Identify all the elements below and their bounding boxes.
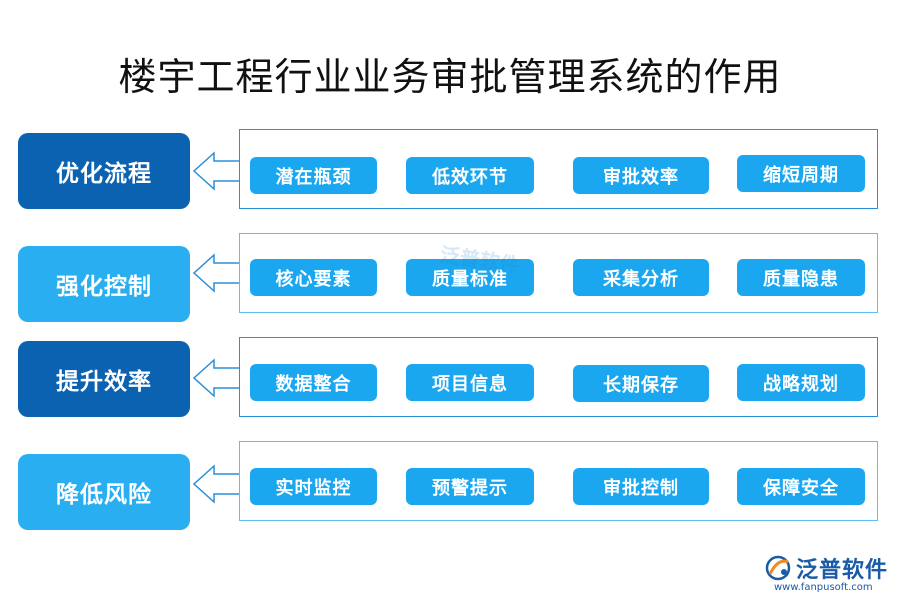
item-pill: 项目信息	[406, 364, 534, 401]
page-title: 楼宇工程行业业务审批管理系统的作用	[118, 55, 782, 99]
item-pill: 保障安全	[737, 468, 865, 505]
item-pill: 质量隐患	[737, 259, 865, 296]
left-arrow-icon	[192, 464, 240, 504]
fanpu-logo-icon	[765, 555, 791, 581]
brand-logo: 泛普软件 www.fanpusoft.com	[764, 552, 894, 596]
item-pill: 采集分析	[573, 259, 709, 296]
category-box: 强化控制	[18, 246, 190, 322]
item-pill: 低效环节	[406, 157, 534, 194]
item-pill: 数据整合	[250, 364, 377, 401]
item-pill: 核心要素	[250, 259, 377, 296]
logo-url: www.fanpusoft.com	[774, 582, 873, 593]
left-arrow-icon	[192, 151, 240, 191]
category-label: 提升效率	[56, 369, 152, 395]
item-pill: 缩短周期	[737, 155, 865, 192]
row-items-box: 实时监控 预警提示 审批控制 保障安全	[239, 441, 878, 521]
item-pill: 实时监控	[250, 468, 377, 505]
item-pill: 战略规划	[737, 364, 865, 401]
item-pill: 预警提示	[406, 468, 534, 505]
row-items-box: 潜在瓶颈 低效环节 审批效率 缩短周期	[239, 129, 878, 209]
category-box: 优化流程	[18, 133, 190, 209]
category-label: 强化控制	[56, 274, 152, 300]
category-box: 降低风险	[18, 454, 190, 530]
item-pill: 审批控制	[573, 468, 709, 505]
logo-name: 泛普软件	[796, 558, 889, 583]
item-pill: 潜在瓶颈	[250, 157, 377, 194]
left-arrow-icon	[192, 253, 240, 293]
item-pill: 审批效率	[573, 157, 709, 194]
category-label: 优化流程	[56, 161, 152, 187]
left-arrow-icon	[192, 358, 240, 398]
row-items-box: 数据整合 项目信息 长期保存 战略规划	[239, 337, 878, 417]
category-box: 提升效率	[18, 341, 190, 417]
category-label: 降低风险	[56, 482, 152, 508]
item-pill: 质量标准	[406, 259, 534, 296]
row-items-box: 核心要素 质量标准 采集分析 质量隐患	[239, 233, 878, 313]
item-pill: 长期保存	[573, 365, 709, 402]
